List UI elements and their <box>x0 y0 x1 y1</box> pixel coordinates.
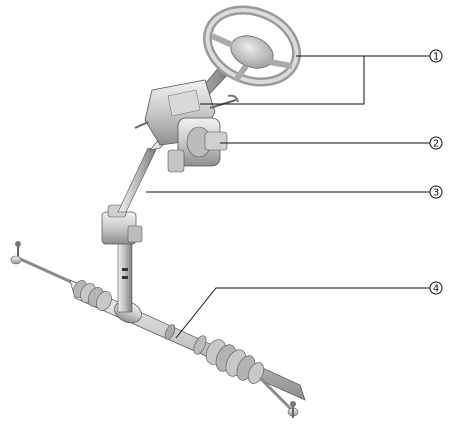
callout-circle <box>429 185 443 199</box>
left-boot <box>73 280 112 311</box>
leader-lines <box>146 55 430 339</box>
callout-3: 3 <box>429 185 443 199</box>
callout-2: 2 <box>429 136 443 150</box>
steering-rack-assembly <box>10 241 306 418</box>
callout-circle <box>429 49 443 63</box>
callout-4: 4 <box>429 281 443 295</box>
callout-circle <box>429 281 443 295</box>
steering-column-assembly <box>134 65 239 173</box>
callout-number: 4 <box>433 284 439 295</box>
left-tie-rod <box>10 241 79 287</box>
lower-universal-joint <box>101 204 143 245</box>
leader-line-1 <box>200 55 430 105</box>
right-boot <box>205 339 265 384</box>
steering-wheel <box>202 5 302 87</box>
rack-housing <box>69 279 306 401</box>
callout-number: 3 <box>433 188 439 199</box>
eps-motor-unit <box>167 117 228 173</box>
callout-number: 2 <box>433 139 439 150</box>
leader-line-4 <box>175 287 430 339</box>
callout-circle <box>429 136 443 150</box>
right-tie-rod <box>258 376 299 418</box>
callout-1: 1 <box>429 49 443 63</box>
callout-number: 1 <box>433 52 439 63</box>
intermediate-shaft <box>101 147 157 313</box>
